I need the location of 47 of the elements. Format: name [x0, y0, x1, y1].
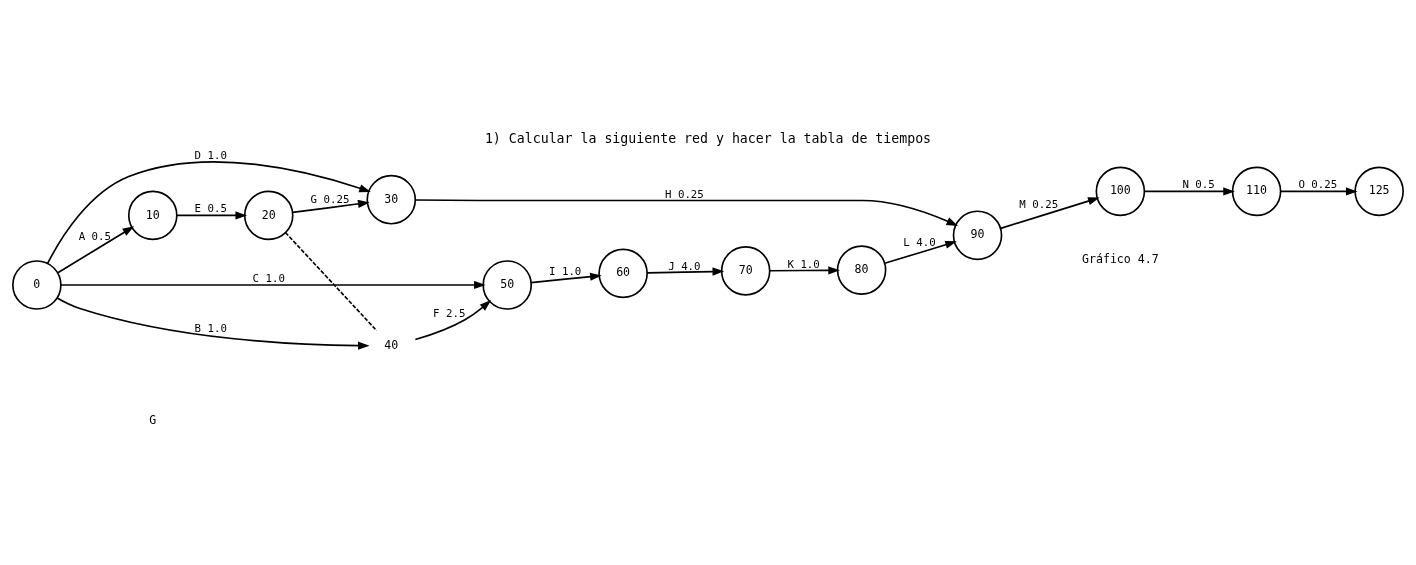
edge-label: K 1.0: [787, 257, 820, 271]
node-circle: 110: [1231, 166, 1282, 217]
node-circle: 50: [482, 260, 533, 310]
edge-label: C 1.0: [252, 272, 285, 285]
arrow: [291, 199, 370, 214]
arrow: [999, 197, 1100, 230]
arrow: [530, 272, 602, 284]
node-circle: 90: [952, 210, 1003, 261]
arrow: [57, 226, 135, 274]
arrow: [769, 266, 840, 275]
node-circle: 30: [366, 174, 417, 225]
arrow: [414, 300, 492, 341]
arrow: [883, 240, 957, 265]
node-circle: 70: [720, 246, 771, 296]
edge-label: O 0.25: [1298, 178, 1338, 192]
edge-label: G 0.25: [310, 192, 350, 206]
arrow: [1279, 187, 1358, 196]
caption: Gráfico 4.7: [1082, 252, 1159, 267]
diagram-title: 1) Calcular la siguiente red y hacer la tabla de tiempos: [484, 131, 932, 147]
edge-label: E 0.5: [194, 202, 227, 216]
node-circle: 20: [243, 190, 294, 241]
edge-label: N 0.5: [1182, 178, 1215, 192]
edge-label: J 4.0: [668, 259, 701, 273]
arrow: [414, 199, 959, 226]
node-circle: 125: [1354, 166, 1404, 217]
edge-label: A 0.5: [78, 229, 112, 243]
connector: [284, 231, 378, 332]
arrow: [60, 280, 486, 290]
edge-label: I 1.0: [548, 265, 582, 279]
arrow: [56, 297, 370, 350]
arrow: [646, 267, 725, 276]
edge-label: M 0.25: [1019, 198, 1059, 212]
node-circle: 100: [1095, 166, 1146, 217]
arrow: [46, 161, 371, 265]
edge-label: F 2.5: [433, 306, 466, 320]
node-circle: 0: [12, 260, 62, 310]
arrow: [176, 211, 248, 220]
label: G: [149, 412, 157, 427]
node-text: 40: [384, 337, 399, 352]
edge-label: L 4.0: [903, 236, 936, 250]
node-circle: 10: [127, 190, 178, 241]
edge-label: D 1.0: [194, 149, 227, 163]
edge-label: H 0.25: [664, 187, 704, 201]
node-circle: 80: [836, 245, 887, 295]
arrow: [1143, 187, 1235, 196]
edge-label: B 1.0: [194, 321, 227, 335]
node-circle: 60: [598, 248, 648, 299]
